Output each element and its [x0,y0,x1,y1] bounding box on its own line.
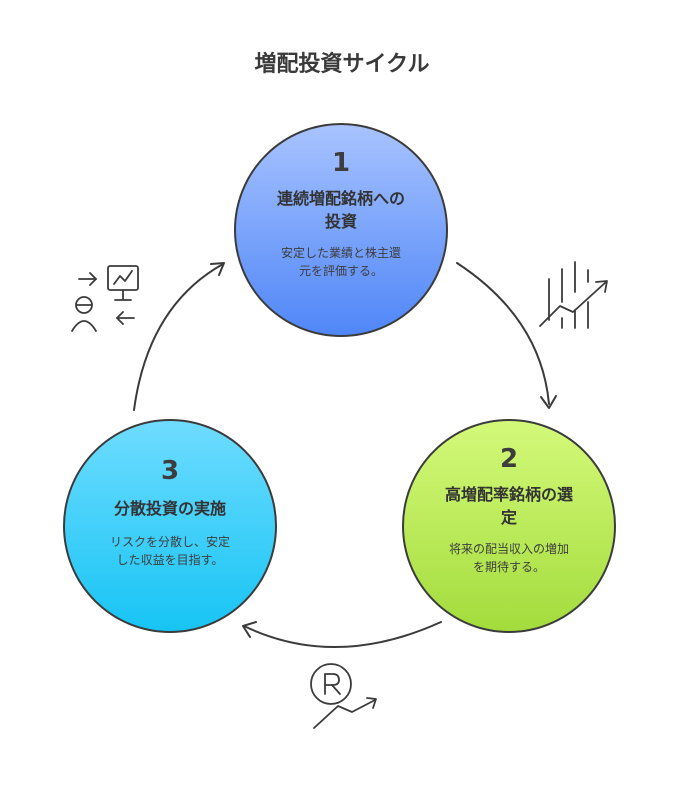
arrow-2-to-3 [243,621,442,649]
page-title: 増配投資サイクル [254,52,430,77]
step-2-title-line-2: 定 [500,508,517,527]
arrow-3-to-1 [133,263,224,411]
arrow-3-to-1-head [210,262,225,276]
step-2-circle [402,419,616,633]
arrow-2-to-3-head [242,621,257,638]
step-2: 2 高増配率銘柄の選 定 将来の配当収入の増加 を期待する。 [409,444,609,576]
arrow-1-to-2-head [540,395,557,409]
step-1-title-line-2: 投資 [324,212,357,231]
step-2-title-line-1: 高増配率銘柄の選 [444,485,573,504]
step-3-title-line-1: 分散投資の実施 [113,499,226,518]
step-1-desc-line-2: 元を評価する。 [298,264,383,278]
step-2-number: 2 [499,444,519,474]
step-1-circle [234,123,448,337]
growth-chart-icon [539,261,608,329]
step-2-desc-line-2: を期待する。 [472,560,545,574]
person-chart-cycle-icon [71,265,139,332]
step-1-desc-line-1: 安定した業績と株主還 [280,246,401,260]
step-3-circle [63,419,277,633]
step-3-desc-line-2: した収益を目指す。 [116,553,224,567]
step-1-title-line-1: 連続増配銘柄への [276,189,405,208]
step-3-desc-line-1: リスクを分散し、安定 [109,535,230,549]
step-2-desc-line-1: 将来の配当収入の増加 [448,542,569,556]
step-3-number: 3 [160,456,180,486]
step-1-number: 1 [331,148,351,178]
arrow-1-to-2 [456,262,550,405]
dividend-growth-icon [310,663,377,729]
step-3: 3 分散投資の実施 リスクを分散し、安定 した収益を目指す。 [70,456,270,569]
step-1: 1 連続増配銘柄への 投資 安定した業績と株主還 元を評価する。 [241,148,441,280]
